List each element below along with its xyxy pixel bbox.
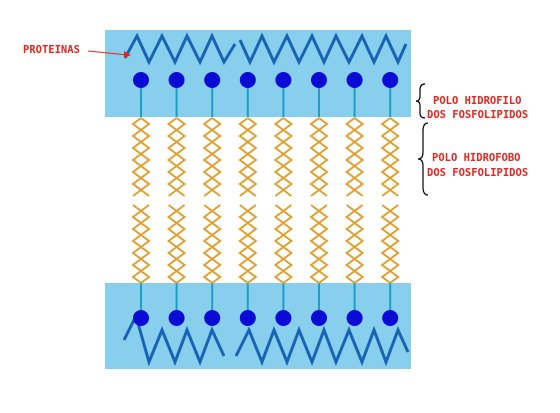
bottom-protein-zigzag — [122, 311, 226, 367]
bottom-phospholipid-tail — [344, 204, 357, 284]
hydrophilic-brace — [415, 83, 426, 119]
bottom-phospholipid-head — [346, 310, 363, 326]
bottom-phospholipid-tail — [202, 204, 214, 284]
top-phospholipid-tail — [388, 117, 400, 197]
bottom-phospholipid-tail — [238, 204, 250, 284]
bottom-protein-zigzag-2 — [234, 325, 410, 367]
top-phospholipid-head — [168, 72, 185, 88]
bottom-phospholipid-tail — [309, 204, 321, 284]
bottom-phospholipid-tail — [273, 204, 286, 284]
top-phospholipid-tail — [344, 117, 357, 197]
bottom-phospholipid-tail — [388, 204, 400, 284]
phospholipids — [131, 72, 400, 326]
top-phospholipid-tail — [174, 117, 187, 197]
top-phospholipid-tail — [246, 117, 258, 197]
bottom-phospholipid-tail — [166, 204, 179, 284]
hydrophobic-label-line2: DOS FOSFOLIPIDOS — [427, 167, 528, 179]
bottom-phospholipid-tail — [174, 204, 187, 284]
top-phospholipid-tail — [131, 117, 143, 197]
bottom-phospholipid-tail — [352, 204, 365, 284]
top-phospholipid-tail — [202, 117, 214, 197]
top-phospholipid-tail — [317, 117, 329, 197]
bottom-phospholipid-tail — [317, 204, 329, 284]
top-phospholipid-tail — [352, 117, 365, 197]
top-phospholipid-head — [382, 72, 399, 88]
bottom-phospholipid-head — [168, 310, 185, 326]
bottom-phospholipid-tail — [131, 204, 143, 284]
bottom-phospholipid-tail — [246, 204, 258, 284]
top-phospholipid-head — [204, 72, 221, 88]
top-phospholipid-tail — [238, 117, 250, 197]
bottom-phospholipid-head — [239, 310, 256, 326]
top-phospholipid-tail — [380, 117, 392, 197]
bottom-phospholipid-tail — [210, 204, 222, 284]
bottom-phospholipid-tail — [281, 204, 294, 284]
bottom-phospholipid-head — [204, 310, 221, 326]
bottom-phospholipid-head — [311, 310, 327, 326]
hydrophilic-label-line1: POLO HIDROFILO — [433, 95, 522, 107]
bottom-phospholipid-tail — [139, 204, 151, 284]
top-protein-zigzag-2 — [238, 32, 408, 66]
top-protein-zigzag — [123, 32, 237, 66]
top-phospholipid-tail — [139, 117, 151, 197]
proteins-arrow-line — [87, 50, 129, 56]
top-phospholipid-head — [275, 72, 292, 88]
bottom-phospholipid-head — [382, 310, 399, 326]
top-phospholipid-tail — [309, 117, 321, 197]
hydrophilic-label-line2: DOS FOSFOLIPIDOS — [427, 109, 528, 121]
proteins-arrow-head — [124, 51, 131, 58]
top-phospholipid-head — [346, 72, 363, 88]
top-phospholipid-tail — [281, 117, 294, 197]
hydrophobic-brace — [417, 122, 429, 196]
bottom-phospholipid-tail — [380, 204, 392, 284]
top-phospholipid-head — [133, 72, 149, 88]
bottom-phospholipid-head — [133, 310, 149, 326]
top-phospholipid-head — [311, 72, 327, 88]
proteins-label: PROTEINAS — [23, 44, 80, 56]
top-phospholipid-tail — [166, 117, 179, 197]
bottom-phospholipid-head — [275, 310, 292, 326]
hydrophobic-label-line1: POLO HIDROFOBO — [432, 152, 521, 164]
top-phospholipid-tail — [210, 117, 222, 197]
top-phospholipid-tail — [273, 117, 286, 197]
top-phospholipid-head — [239, 72, 256, 88]
